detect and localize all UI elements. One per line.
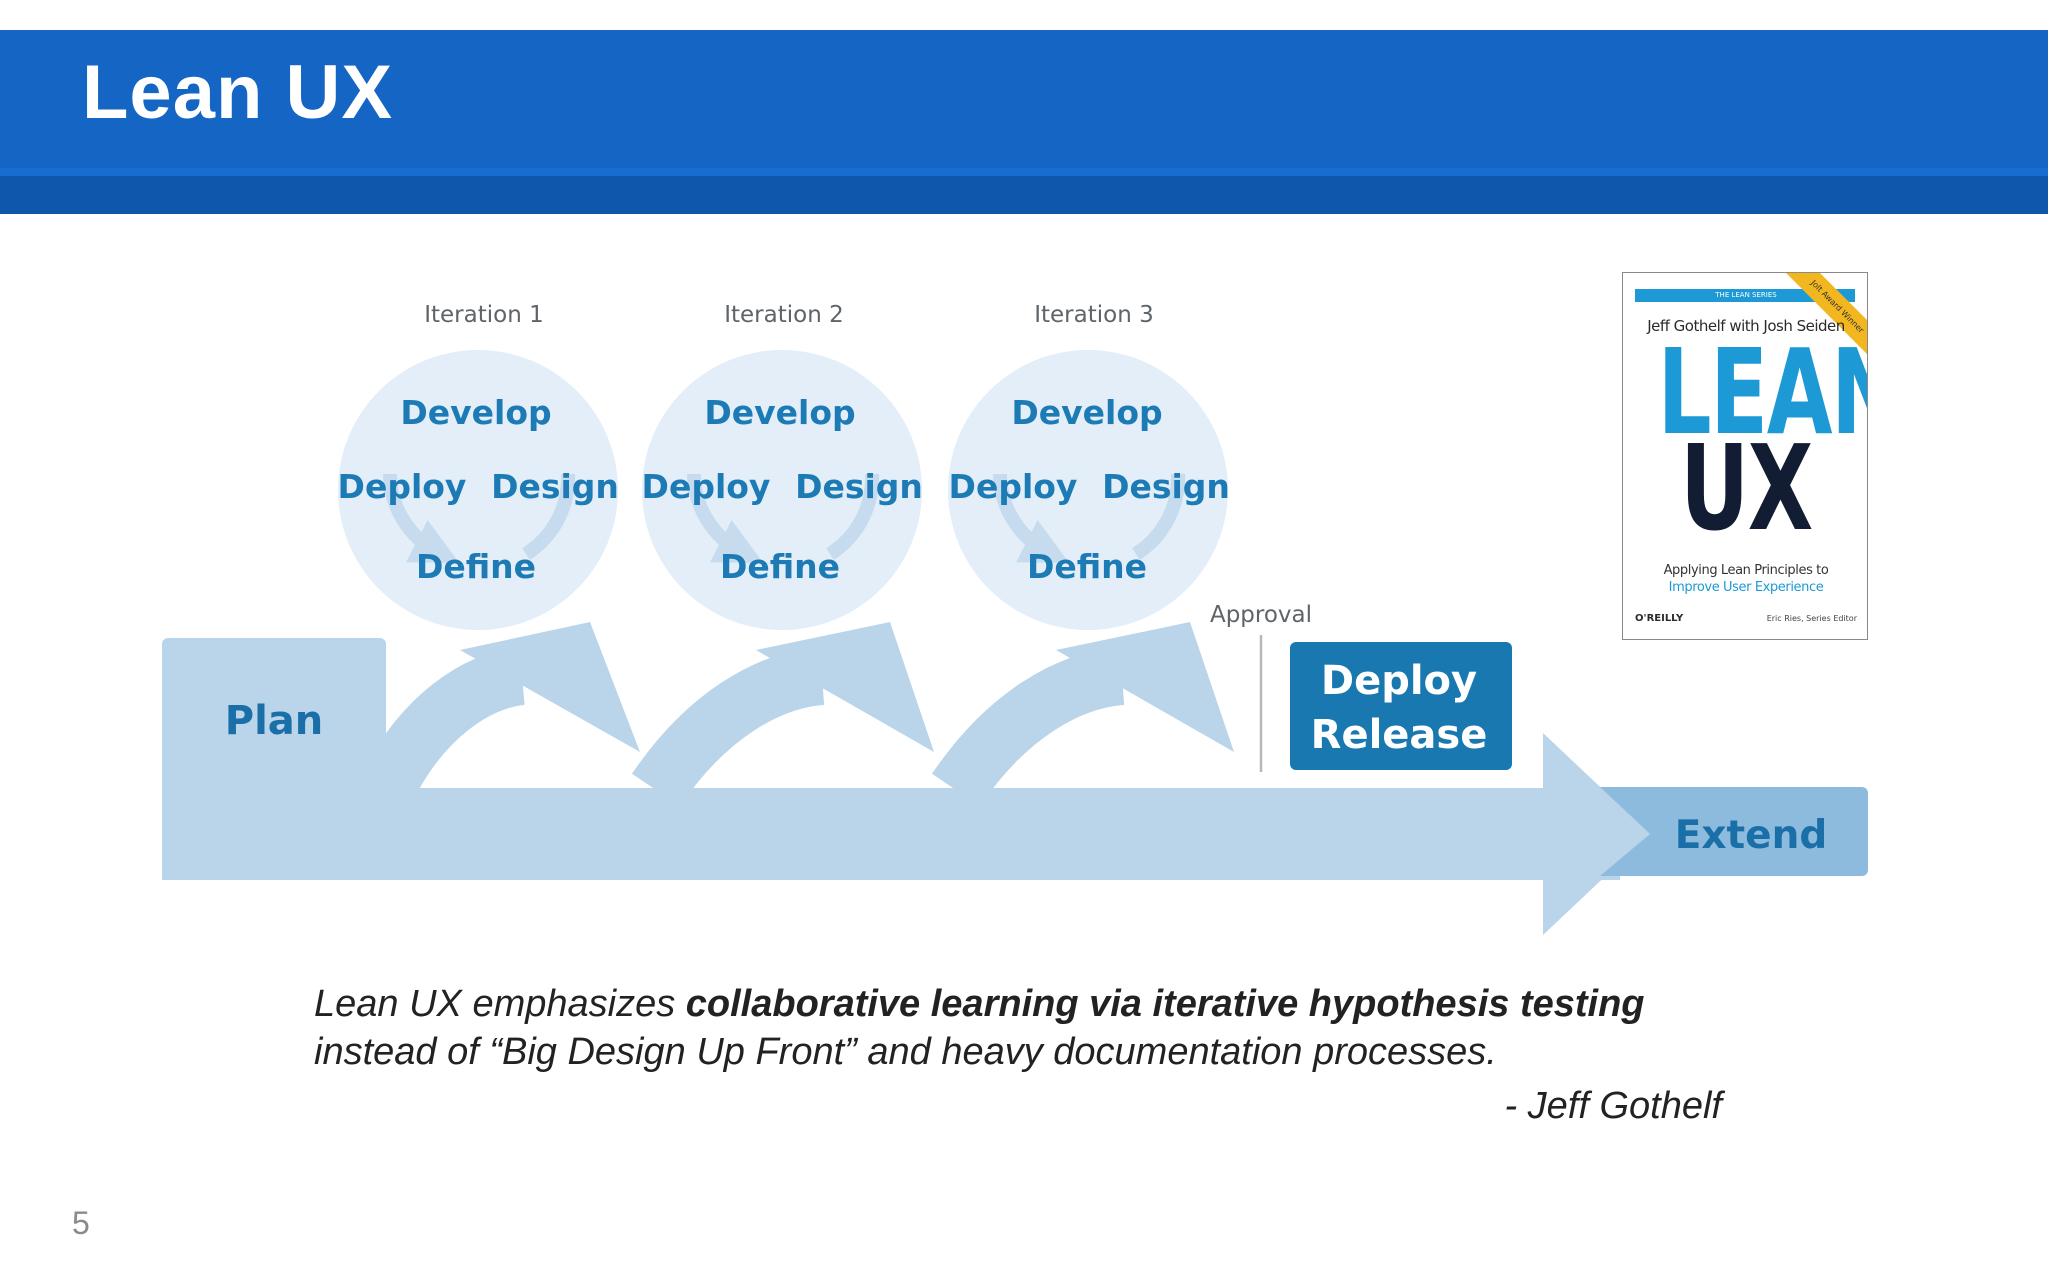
cycle-3-define: Define <box>1027 547 1147 586</box>
quote-author: - Jeff Gothelf <box>1504 1085 1722 1127</box>
slide-title: Lean UX <box>82 50 394 135</box>
quote-text-start: Lean UX emphasizes <box>314 983 686 1025</box>
cycle-3-develop: Develop <box>1011 393 1162 432</box>
cycle-arrow <box>1132 473 1186 560</box>
iteration-2-label: Iteration 2 <box>724 302 844 328</box>
iteration-arrow-1 <box>359 622 640 804</box>
book-subtitle-line2: Improve User Experience <box>1668 580 1824 595</box>
cycle-arrow <box>687 473 764 563</box>
book-publisher: O'REILLY <box>1635 613 1684 624</box>
cycle-2-deploy: Deploy <box>642 467 771 506</box>
book-subtitle-line1: Applying Lean Principles to <box>1663 563 1829 578</box>
extend-box <box>1600 787 1868 876</box>
plan-label: Plan <box>225 698 324 744</box>
book-authors: Jeff Gothelf with Josh Seiden <box>1647 317 1845 335</box>
iteration-cycle-3 <box>948 350 1228 630</box>
extend-label: Extend <box>1675 813 1828 858</box>
cycle-3-deploy: Deploy <box>949 467 1078 506</box>
deploy-release-box <box>1290 642 1512 770</box>
cycle-1-develop: Develop <box>400 393 551 432</box>
cycle-arrow <box>993 473 1070 563</box>
quote-block: Lean UX emphasizes collaborative learnin… <box>314 980 1734 1076</box>
book-series-editor: Eric Ries, Series Editor <box>1766 614 1857 623</box>
cycle-2-design: Design <box>795 467 923 506</box>
quote-emphasis: collaborative learning via iterative hyp… <box>685 983 1645 1025</box>
cycle-1-deploy: Deploy <box>338 467 467 506</box>
quote-line-1: Lean UX emphasizes collaborative learnin… <box>314 980 1734 1028</box>
page-number: 5 <box>72 1205 90 1241</box>
book-series-label: THE LEAN SERIES <box>1715 291 1777 299</box>
iteration-cycle-1 <box>338 350 618 630</box>
book-title-ux: UX <box>1680 419 1813 557</box>
cycle-arrow <box>522 473 576 560</box>
iteration-arrow-3 <box>931 622 1234 807</box>
cycle-3-design: Design <box>1102 467 1230 506</box>
cycle-arrow <box>826 473 880 560</box>
main-flow-band <box>162 788 1620 880</box>
book-title-lean: LEAN <box>1657 323 1867 461</box>
approval-label: Approval <box>1210 602 1312 628</box>
main-flow-arrowhead <box>1543 733 1650 935</box>
quote-line-2: instead of “Big Design Up Front” and hea… <box>314 1031 1497 1073</box>
deploy-release-line2: Release <box>1311 712 1488 758</box>
iteration-cycle-2 <box>642 350 922 630</box>
header-bar <box>0 30 2048 168</box>
iteration-arrow-2 <box>631 622 934 807</box>
cycle-2-define: Define <box>720 547 840 586</box>
cycle-2-develop: Develop <box>704 393 855 432</box>
header-edge <box>0 168 2048 176</box>
cycle-1-design: Design <box>491 467 619 506</box>
cycle-1-define: Define <box>416 547 536 586</box>
deploy-release-line1: Deploy <box>1321 658 1477 704</box>
book-cover-image: THE LEAN SERIES Jolt Award Winner Jeff G… <box>1622 272 1868 640</box>
cycle-arrow <box>383 473 460 563</box>
iteration-3-label: Iteration 3 <box>1034 302 1154 328</box>
iteration-1-label: Iteration 1 <box>424 302 544 328</box>
book-top-band <box>1635 289 1855 302</box>
